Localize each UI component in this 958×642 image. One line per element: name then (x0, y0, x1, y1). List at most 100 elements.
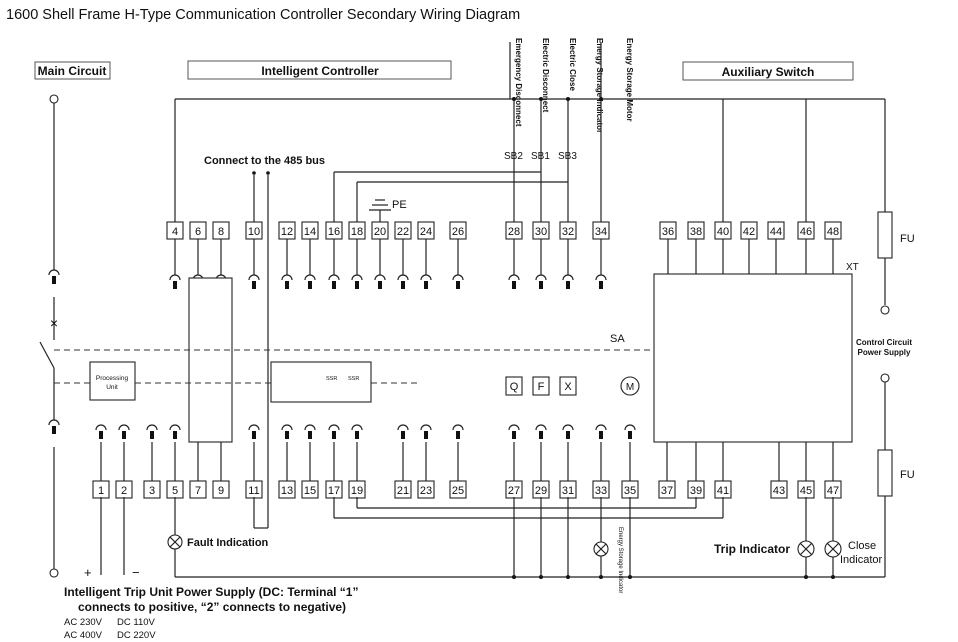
terminal-21: 21 (394, 424, 412, 499)
trip-indicator-icon (797, 540, 815, 558)
terminal-label: 39 (690, 485, 702, 497)
terminal-22: 22 (394, 221, 412, 289)
coil-x (559, 376, 577, 396)
control-supply-label-2: Power Supply (858, 348, 911, 357)
processing-unit-box (89, 361, 136, 401)
terminal-label: 18 (351, 226, 363, 238)
terminal-32: 32 (559, 221, 577, 289)
fuse-bottom-icon (877, 449, 893, 497)
trip-indicator-label: Trip Indicator (714, 542, 790, 556)
terminal-4: 4 (166, 221, 184, 289)
terminal-31: 31 (559, 424, 577, 499)
terminal-label: 7 (195, 485, 201, 497)
terminal-29: 29 (532, 424, 550, 499)
fu-top-label: FU (900, 233, 915, 245)
energy-storage-indicator-label: Energy Storage Indicator (595, 38, 604, 133)
terminal-24: 24 (417, 221, 435, 289)
terminal-41: 41 (714, 442, 732, 499)
terminal-12: 12 (278, 221, 296, 289)
motor-icon (620, 376, 640, 396)
terminal-35: 35 (621, 424, 639, 499)
terminal-48: 48 (824, 221, 842, 275)
terminal-43: 43 (770, 442, 788, 499)
ac-400v: AC 400V (64, 630, 103, 641)
terminal-label: 15 (304, 485, 316, 497)
terminal-label: 42 (743, 226, 755, 238)
pe-label: PE (392, 199, 407, 211)
coil-q (505, 376, 523, 396)
terminal-5: 5 (166, 424, 184, 499)
terminal-label: 36 (662, 226, 674, 238)
terminal-39: 39 (687, 442, 705, 499)
motor-label: M (626, 382, 634, 393)
terminal-19: 19 (348, 424, 366, 499)
terminal-16: 16 (325, 221, 343, 289)
energy-storage-indicator-bottom-label: Energy Storage Indicator (617, 527, 623, 593)
sb2-label: SB2 (504, 151, 523, 162)
terminal-label: 8 (218, 226, 224, 238)
terminal-label: 44 (770, 226, 782, 238)
terminal-label: 25 (452, 485, 464, 497)
terminal-label: 3 (149, 485, 155, 497)
terminal-label: 6 (195, 226, 201, 238)
terminal-label: 31 (562, 485, 574, 497)
terminal-28: 28 (505, 221, 523, 289)
terminal-25: 25 (449, 424, 467, 499)
page-title: 1600 Shell Frame H-Type Communication Co… (6, 7, 520, 23)
ssr-box (270, 361, 372, 403)
sa-label: SA (610, 333, 625, 345)
terminal-label: 2 (121, 485, 127, 497)
terminal-label: 4 (172, 226, 178, 238)
close-indicator-label: Close (848, 540, 876, 552)
terminal-label: 10 (248, 226, 260, 238)
terminal-label: 16 (328, 226, 340, 238)
coil-f (532, 376, 550, 396)
intelligent-controller-header: Intelligent Controller (261, 64, 379, 78)
coil-f-label: F (538, 381, 545, 393)
coil-x-label: X (564, 381, 572, 393)
terminal-label: 46 (800, 226, 812, 238)
terminal-26: 26 (449, 221, 467, 289)
bus-label: Connect to the 485 bus (204, 155, 325, 167)
terminal-label: 9 (218, 485, 224, 497)
terminal-14: 14 (301, 221, 319, 289)
terminal-18: 18 (348, 221, 366, 289)
terminal-label: 37 (661, 485, 673, 497)
auxiliary-switch-block (653, 273, 853, 443)
terminal-45: 45 (797, 442, 815, 499)
energy-storage-lamp-icon (593, 541, 609, 557)
terminal-27: 27 (505, 424, 523, 499)
main-circuit-header: Main Circuit (38, 64, 107, 78)
terminal-47: 47 (824, 442, 842, 499)
footer-line-1: Intelligent Trip Unit Power Supply (DC: … (64, 585, 358, 599)
terminal-23: 23 (417, 424, 435, 499)
terminal-label: 45 (800, 485, 812, 497)
sb1-label: SB1 (531, 151, 550, 162)
terminal-label: 19 (351, 485, 363, 497)
terminal-label: 11 (248, 485, 259, 497)
minus-sign: − (132, 565, 140, 580)
terminal-label: 40 (717, 226, 729, 238)
terminal-2: 2 (115, 424, 133, 499)
terminal-label: 28 (508, 226, 520, 238)
terminal-33: 33 (592, 424, 610, 499)
main-circuit-header-box (34, 61, 111, 80)
terminal-label: 22 (397, 226, 409, 238)
main-terminal-bottom-icon (49, 568, 59, 578)
emergency-disconnect-label: Emergency Disconnect (514, 38, 523, 127)
terminal-38: 38 (687, 221, 705, 275)
energy-storage-motor-label: Energy Storage Motor (625, 38, 634, 122)
terminal-30: 30 (532, 221, 550, 289)
close-indicator-label-2: Indicator (840, 554, 883, 566)
sb3-label: SB3 (558, 151, 577, 162)
terminal-label: 47 (827, 485, 839, 497)
xt-label: XT (846, 262, 859, 273)
terminal-label: 27 (508, 485, 520, 497)
close-indicator-icon (824, 540, 842, 558)
terminal-13: 13 (278, 424, 296, 499)
terminal-label: 33 (595, 485, 607, 497)
fu-bottom-label: FU (900, 469, 915, 481)
fault-indicator-icon (167, 534, 183, 550)
footer-line-2: connects to positive, “2” connects to ne… (78, 600, 346, 614)
